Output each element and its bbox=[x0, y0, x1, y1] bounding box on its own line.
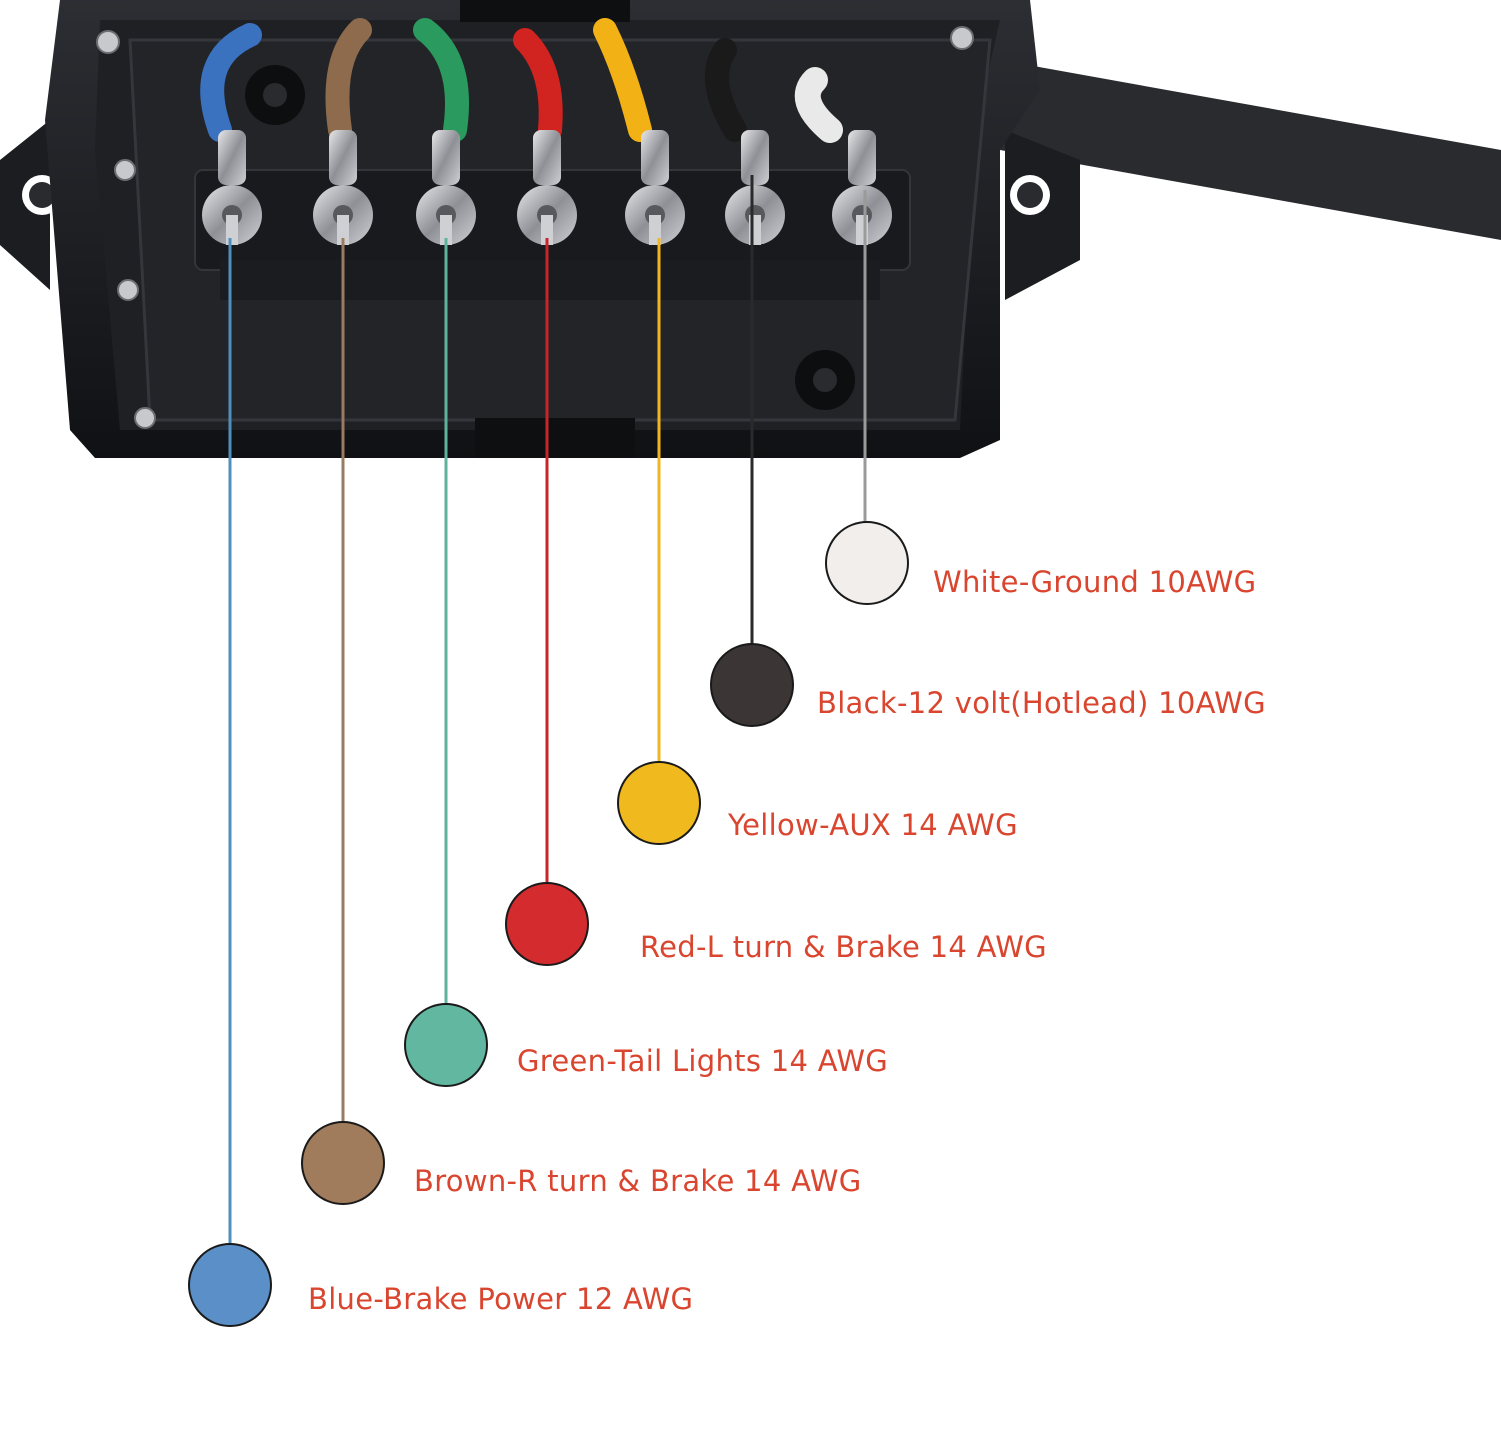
label-yellow: Yellow-AUX 14 AWG bbox=[728, 808, 1018, 842]
junction-box bbox=[0, 0, 1501, 458]
callout-lines bbox=[228, 175, 867, 1245]
swatch-yellow bbox=[617, 761, 701, 845]
color-swatches bbox=[188, 521, 909, 1327]
label-green: Green-Tail Lights 14 AWG bbox=[517, 1044, 889, 1078]
swatch-brown bbox=[301, 1121, 385, 1205]
label-brown: Brown-R turn & Brake 14 AWG bbox=[414, 1164, 862, 1198]
swatch-blue bbox=[188, 1243, 272, 1327]
swatch-red bbox=[505, 882, 589, 966]
label-blue: Blue-Brake Power 12 AWG bbox=[308, 1282, 694, 1316]
swatch-white bbox=[825, 521, 909, 605]
label-red: Red-L turn & Brake 14 AWG bbox=[640, 930, 1047, 964]
label-black: Black-12 volt(Hotlead) 10AWG bbox=[817, 686, 1266, 720]
swatch-green bbox=[404, 1003, 488, 1087]
swatch-black bbox=[710, 643, 794, 727]
label-white: White-Ground 10AWG bbox=[933, 565, 1257, 599]
